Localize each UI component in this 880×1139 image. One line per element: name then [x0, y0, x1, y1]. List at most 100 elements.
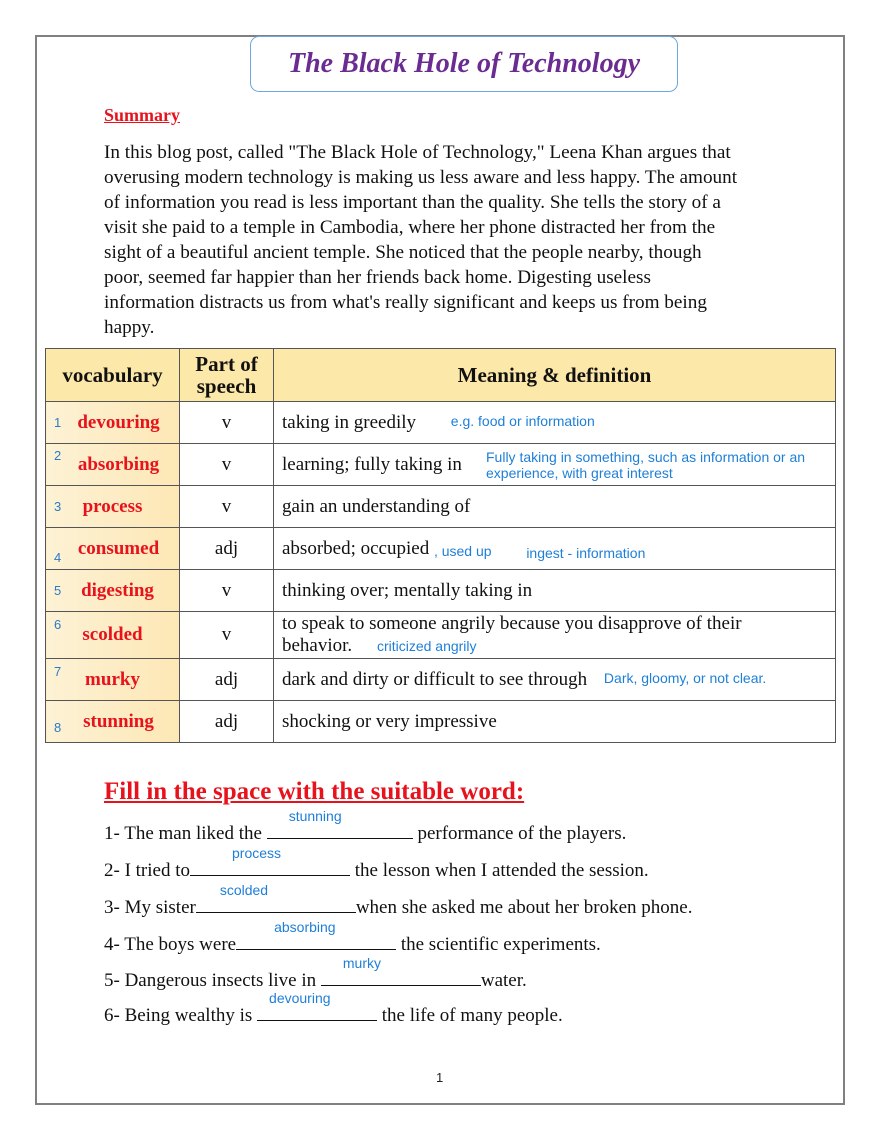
- answer-blank[interactable]: stunning: [266, 808, 413, 839]
- definition-cell: learning; fully taking in Fully taking i…: [273, 443, 836, 486]
- summary-line: sight of a beautiful ancient temple. She…: [104, 242, 702, 263]
- definition: thinking over; mentally taking in: [282, 579, 533, 601]
- row-number: 8: [54, 720, 62, 735]
- part-of-speech: v: [179, 569, 274, 612]
- exercise-question: 6- Being wealthy is devouring the life o…: [104, 990, 563, 1027]
- answer-blank[interactable]: scolded: [195, 882, 356, 913]
- definition: shocking or very impressive: [282, 710, 497, 732]
- part-of-speech: v: [179, 485, 274, 528]
- vocab-word: digesting: [81, 579, 154, 601]
- answer-blank[interactable]: absorbing: [236, 919, 397, 950]
- vocab-word-cell: 2 absorbing: [45, 443, 180, 486]
- definition: taking in greedily: [282, 411, 417, 433]
- filled-answer: murky: [342, 955, 381, 971]
- note-line1: Fully taking in something, such as infor…: [486, 449, 806, 465]
- table-row: 7 murky adj dark and dirty or difficult …: [45, 658, 836, 701]
- vocab-word-cell: 7 murky: [45, 658, 180, 701]
- handwritten-note: criticized angrily: [376, 638, 477, 654]
- vocabulary-table: vocabulary Part of speech Meaning & defi…: [45, 348, 836, 743]
- vocab-word: consumed: [77, 537, 160, 559]
- header-pos-line1: Part of: [195, 352, 258, 376]
- answer-blank[interactable]: devouring: [257, 990, 378, 1021]
- part-of-speech: adj: [179, 658, 274, 701]
- document-title: The Black Hole of Technology: [287, 48, 641, 79]
- vocab-word-cell: 3 process: [45, 485, 180, 528]
- header-part-of-speech: Part of speech: [179, 348, 274, 402]
- vocab-word-cell: 5 digesting: [45, 569, 180, 612]
- row-number: 6: [54, 617, 62, 632]
- vocab-word: absorbing: [77, 453, 160, 475]
- vocab-word-cell: 4 consumed: [45, 527, 180, 570]
- definition: to speak to someone angrily because you …: [282, 613, 742, 634]
- summary-line: visit she paid to a temple in Cambodia, …: [104, 217, 716, 238]
- definition: dark and dirty or difficult to see throu…: [282, 668, 588, 690]
- definition-cell: taking in greedily e.g. food or informat…: [273, 401, 836, 444]
- handwritten-note: , used up: [433, 542, 492, 559]
- exercise-heading: Fill in the space with the suitable word…: [104, 778, 525, 805]
- exercise-question: 2- I tried to process the lesson when I a…: [104, 845, 649, 882]
- filled-answer: scolded: [219, 882, 269, 898]
- summary-line: overusing modern technology is making us…: [104, 167, 738, 188]
- filled-answer: process: [232, 845, 282, 861]
- answer-blank[interactable]: murky: [320, 955, 481, 986]
- question-text-before: 5- Dangerous insects live in: [104, 970, 321, 991]
- vocab-word: stunning: [83, 710, 154, 732]
- definition-cell: shocking or very impressive: [273, 700, 836, 743]
- definition-cell: dark and dirty or difficult to see throu…: [273, 658, 836, 701]
- definition-cell: absorbed; occupied , used up ingest - in…: [273, 527, 836, 570]
- table-row: 3 process v gain an understanding of: [45, 485, 836, 528]
- table-row: 2 absorbing v learning; fully taking in …: [45, 443, 836, 486]
- part-of-speech: v: [179, 401, 274, 444]
- table-row: 6 scolded v to speak to someone angrily …: [45, 611, 836, 659]
- vocab-word: process: [82, 495, 143, 517]
- question-text-before: 2- I tried to: [104, 860, 191, 881]
- summary-line: In this blog post, called "The Black Hol…: [104, 142, 731, 163]
- vocab-word-cell: 8 stunning: [45, 700, 180, 743]
- table-row: 4 consumed adj absorbed; occupied , used…: [45, 527, 836, 570]
- question-text-after: water.: [480, 970, 527, 991]
- definition-cell: gain an understanding of: [273, 485, 836, 528]
- row-number: 3: [54, 499, 62, 514]
- header-pos-line2: speech: [196, 374, 257, 398]
- row-number: 2: [54, 448, 62, 463]
- table-row: 1 devouring v taking in greedily e.g. fo…: [45, 401, 836, 444]
- question-text-before: 3- My sister: [104, 897, 196, 918]
- question-text-after: the life of many people.: [377, 1005, 563, 1026]
- handwritten-note: Fully taking in something, such as infor…: [486, 449, 805, 481]
- vocab-word: devouring: [77, 411, 160, 433]
- row-number: 7: [54, 664, 62, 679]
- definition-line2: behavior. criticized angrily: [282, 635, 835, 657]
- definition-continued: behavior.: [282, 635, 353, 656]
- note-line2: experience, with great interest: [486, 465, 673, 481]
- row-number: 5: [54, 583, 62, 598]
- question-text-before: 4- The boys were: [104, 934, 237, 955]
- question-text-after: the scientific experiments.: [396, 934, 601, 955]
- part-of-speech: adj: [179, 527, 274, 570]
- filled-answer: devouring: [269, 990, 331, 1006]
- question-text-after: the lesson when I attended the session.: [350, 860, 649, 881]
- exercise-question: 5- Dangerous insects live in murky water.: [104, 955, 527, 992]
- question-text-after: performance of the players.: [412, 823, 627, 844]
- vocab-word-cell: 6 scolded: [45, 611, 180, 659]
- row-number: 1: [54, 415, 62, 430]
- definition: gain an understanding of: [282, 495, 471, 517]
- handwritten-note: Dark, gloomy, or not clear.: [603, 669, 767, 686]
- filled-answer: stunning: [288, 808, 342, 824]
- summary-line: of information you read is less importan…: [104, 192, 721, 213]
- header-meaning: Meaning & definition: [273, 348, 836, 402]
- part-of-speech: adj: [179, 700, 274, 743]
- header-vocabulary: vocabulary: [45, 348, 180, 402]
- row-number: 4: [54, 550, 62, 565]
- question-text-before: 1- The man liked the: [104, 823, 267, 844]
- summary-line: poor, seemed far happier than her friend…: [104, 267, 651, 288]
- summary-line: happy.: [104, 317, 155, 338]
- vocab-word: scolded: [82, 624, 143, 645]
- definition-cell: thinking over; mentally taking in: [273, 569, 836, 612]
- summary-paragraph: In this blog post, called "The Black Hol…: [104, 140, 784, 340]
- part-of-speech: v: [179, 443, 274, 486]
- part-of-speech: v: [179, 611, 274, 659]
- exercise-question: 1- The man liked the stunning performanc…: [104, 808, 627, 845]
- answer-blank[interactable]: process: [190, 845, 351, 876]
